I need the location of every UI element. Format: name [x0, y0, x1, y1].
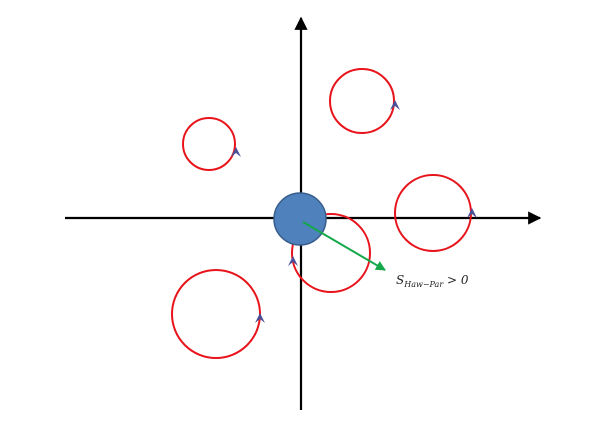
annotation-relation: > 0	[443, 273, 469, 287]
orbit-top-left	[182, 117, 236, 171]
chevron-marker-icon	[390, 100, 400, 110]
orbit-right	[394, 174, 472, 252]
chevron-marker-icon	[231, 147, 241, 157]
orbit-bottom-left	[171, 269, 261, 359]
vector-arrow	[302, 221, 386, 271]
orbit-top-right	[329, 68, 395, 134]
chevron-marker-icon	[255, 313, 265, 323]
orbit-center	[291, 213, 371, 293]
annotation-subscript: Haw−Par	[404, 280, 444, 289]
annotation-label: SHaw−Par > 0	[396, 273, 469, 289]
annotation-symbol: S	[396, 273, 405, 287]
chevron-marker-icon	[467, 208, 477, 218]
central-body	[273, 192, 327, 246]
chevron-marker-icon	[288, 256, 298, 266]
